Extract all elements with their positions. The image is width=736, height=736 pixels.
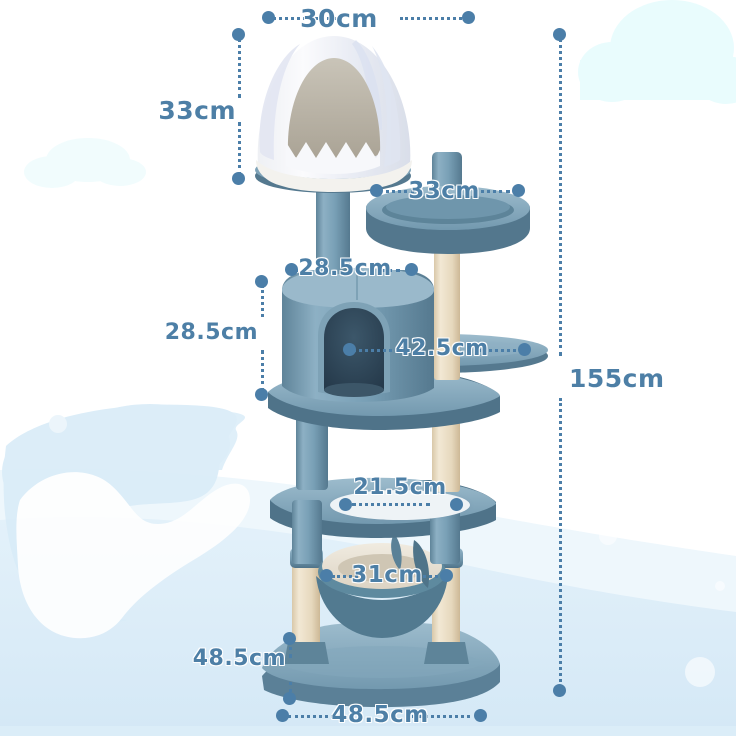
dimension-label-condo-width: 28.5cm [298, 256, 392, 281]
dim-endpoint-dot [405, 263, 418, 276]
dimension-label-hammock-width: 31cm [351, 562, 423, 588]
dim-endpoint-dot [462, 11, 475, 24]
dim-endpoint-dot [262, 11, 275, 24]
dim-endpoint-dot [255, 388, 268, 401]
cloud-top-right [578, 0, 736, 104]
dim-endpoint-dot [232, 172, 245, 185]
dim-endpoint-dot [343, 343, 356, 356]
dimension-label-total-height: 155cm [569, 364, 665, 393]
dim-endpoint-dot [255, 275, 268, 288]
plush-post-left-tall [296, 404, 328, 490]
dimension-label-base-width: 48.5cm [331, 702, 429, 728]
bubble [715, 581, 725, 591]
dim-endpoint-dot [320, 569, 333, 582]
dim-endpoint-dot [276, 709, 289, 722]
dim-endpoint-dot [370, 184, 383, 197]
dim-endpoint-dot [283, 632, 296, 645]
dim-endpoint-dot [232, 28, 245, 41]
dim-endpoint-dot [512, 184, 525, 197]
dimension-label-condo-height: 28.5cm [164, 320, 258, 345]
whale-decoration [2, 404, 250, 639]
cloud-left [24, 138, 146, 188]
sisal-post-bottom-right [424, 548, 469, 664]
dim-endpoint-dot [518, 343, 531, 356]
condo-base-platform [268, 369, 500, 430]
condo-house [282, 268, 434, 402]
dim-endpoint-dot [474, 709, 487, 722]
dim-endpoint-dot [285, 263, 298, 276]
dim-endpoint-dot [553, 684, 566, 697]
dim-endpoint-dot [283, 692, 296, 705]
bubble [599, 527, 617, 545]
dim-endpoint-dot [450, 498, 463, 511]
dim-endpoint-dot [440, 569, 453, 582]
shark-hood [256, 36, 412, 192]
hood-platform [255, 154, 411, 193]
dimension-label-low-shelf-width: 21.5cm [353, 475, 447, 500]
dimension-label-hood-width: 30cm [300, 4, 378, 33]
plush-post-mid-left [292, 500, 322, 564]
dim-endpoint-dot [339, 498, 352, 511]
base-board [262, 621, 500, 708]
dimension-label-top-perch-width: 33cm [408, 178, 480, 204]
bubble [685, 657, 715, 687]
dimension-label-base-height: 48.5cm [192, 646, 286, 671]
dimension-label-mid-shelf-width: 42.5cm [395, 336, 489, 361]
dimension-label-hood-height: 33cm [158, 96, 236, 125]
dim-endpoint-dot [553, 28, 566, 41]
